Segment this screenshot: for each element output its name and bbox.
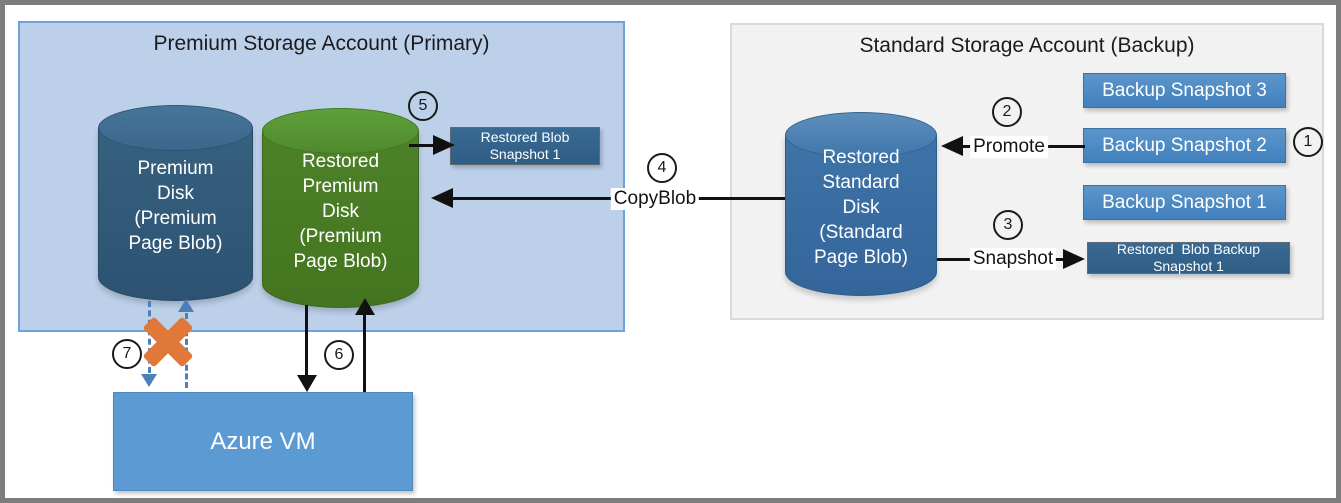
blocked-x-icon	[140, 315, 196, 369]
snapshot-label: Snapshot	[969, 248, 1057, 270]
cylinder-body	[262, 130, 419, 308]
snapshot-arrow-line	[409, 144, 441, 147]
restored-premium-disk-cylinder: Restored Premium Disk (Premium Page Blob…	[262, 108, 419, 308]
copyblob-label: CopyBlob	[610, 188, 700, 210]
cylinder-top	[785, 112, 937, 158]
arrow-right-icon	[1063, 249, 1085, 269]
dashed-arrow-up-icon	[178, 299, 194, 312]
restored-blob-snapshot-box: Restored Blob Snapshot 1	[450, 127, 600, 165]
vm-up-arrow-line	[363, 314, 366, 392]
arrow-right-icon	[433, 135, 455, 155]
dashed-arrow-down-icon	[141, 374, 157, 387]
premium-disk-label: Premium Disk (Premium Page Blob)	[128, 158, 223, 254]
premium-account-title: Premium Storage Account (Primary)	[153, 32, 490, 55]
premium-disk-cylinder: Premium Disk (Premium Page Blob)	[98, 105, 253, 301]
cylinder-top	[98, 105, 253, 151]
arrow-left-icon	[431, 188, 453, 208]
step-7-badge: 7	[112, 339, 142, 369]
cylinder-body	[785, 134, 937, 296]
arrow-down-icon	[297, 375, 317, 392]
vm-down-arrow-line	[305, 305, 308, 377]
arrow-up-icon	[355, 298, 375, 315]
arrow-left-icon	[941, 136, 963, 156]
step-5-badge: 5	[408, 91, 438, 121]
backup-snapshot-3-box: Backup Snapshot 3	[1083, 73, 1286, 108]
step-2-badge: 2	[992, 97, 1022, 127]
step-4-badge: 4	[647, 153, 677, 183]
step-6-badge: 6	[324, 340, 354, 370]
restored-standard-disk-cylinder: Restored Standard Disk (Standard Page Bl…	[785, 112, 937, 296]
backup-snapshot-1-box: Backup Snapshot 1	[1083, 185, 1286, 220]
cylinder-top	[262, 108, 419, 154]
restored-blob-backup-snapshot-box: Restored Blob Backup Snapshot 1	[1087, 241, 1290, 274]
restored-premium-disk-label: Restored Premium Disk (Premium Page Blob…	[293, 150, 388, 272]
azure-vm-box: Azure VM	[113, 392, 413, 491]
backup-snapshot-2-box: Backup Snapshot 2	[1083, 128, 1286, 163]
step-1-badge: 1	[1293, 127, 1323, 157]
cylinder-body	[98, 127, 253, 301]
step-3-badge: 3	[993, 210, 1023, 240]
standard-account-title: Standard Storage Account (Backup)	[859, 34, 1195, 57]
restored-standard-disk-label: Restored Standard Disk (Standard Page Bl…	[813, 146, 908, 268]
promote-label: Promote	[970, 136, 1048, 158]
